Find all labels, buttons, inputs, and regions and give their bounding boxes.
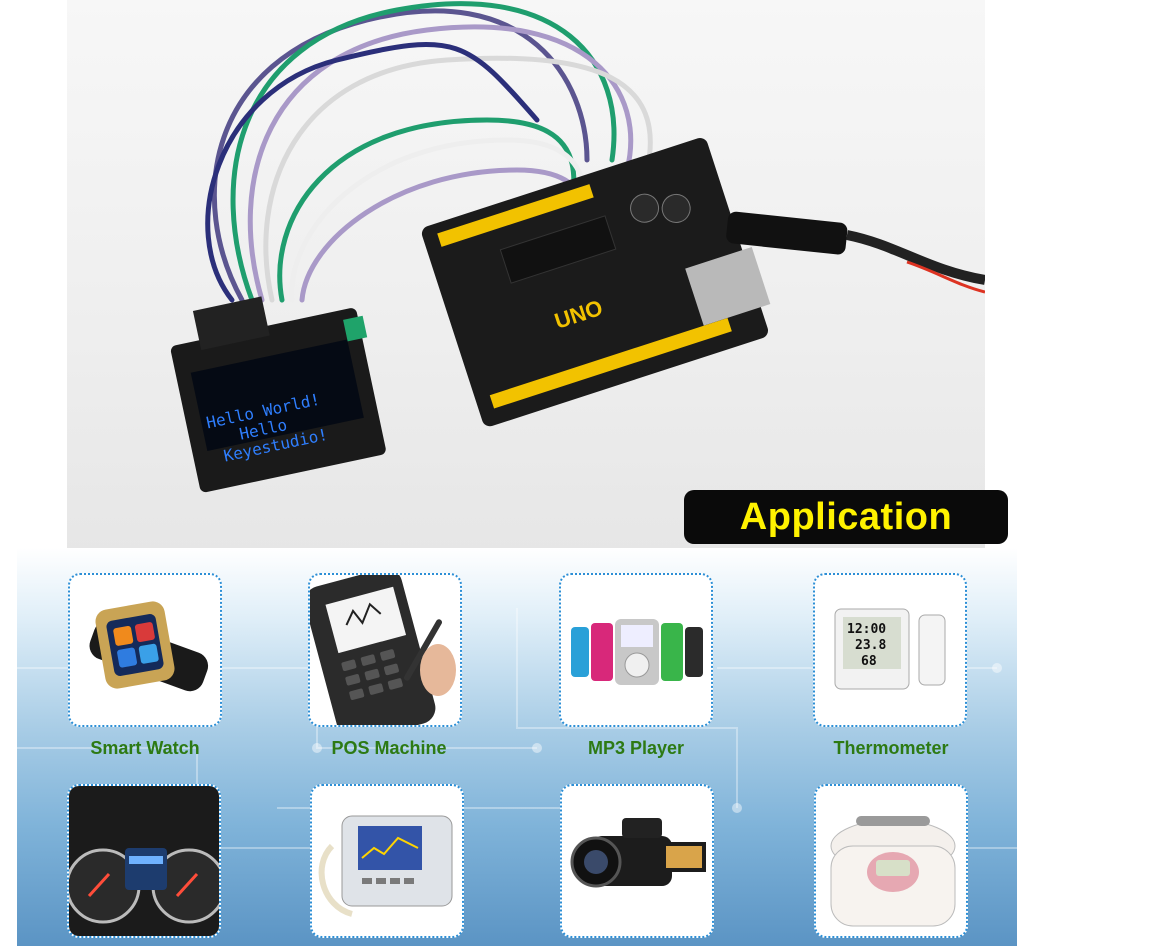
thermo-temp: 23.8 bbox=[855, 638, 886, 653]
thermo-time: 12:00 bbox=[847, 622, 886, 637]
label-pos-machine: POS Machine bbox=[331, 738, 447, 758]
app-card-rice-cooker bbox=[814, 784, 968, 938]
rice-cooker-icon bbox=[830, 816, 956, 927]
label-smart-watch: Smart Watch bbox=[90, 738, 200, 758]
mp3-player-icon bbox=[571, 619, 703, 685]
app-card-pos-machine bbox=[308, 573, 462, 727]
application-title: Application bbox=[684, 490, 1008, 544]
product-photo: Hello World! Hello Keyestudio! UNO bbox=[67, 0, 985, 560]
camcorder-icon bbox=[570, 818, 706, 888]
app-card-camcorder bbox=[560, 784, 714, 938]
thermometer-icon: 12:00 23.8 68 bbox=[834, 608, 946, 690]
app-card-smart-watch bbox=[68, 573, 222, 727]
thermo-humidity: 68 bbox=[861, 654, 877, 669]
smart-watch-icon bbox=[89, 601, 209, 692]
app-card-car-dashboard bbox=[67, 784, 221, 938]
app-card-thermometer: 12:00 23.8 68 bbox=[813, 573, 967, 727]
label-thermometer: Thermometer bbox=[833, 738, 949, 758]
app-card-mp3-player bbox=[559, 573, 713, 727]
pos-machine-icon bbox=[310, 575, 456, 725]
car-dashboard-icon bbox=[69, 786, 219, 936]
label-mp3-player: MP3 Player bbox=[587, 738, 685, 758]
app-card-medical-device bbox=[310, 784, 464, 938]
medical-device-icon bbox=[318, 815, 453, 917]
